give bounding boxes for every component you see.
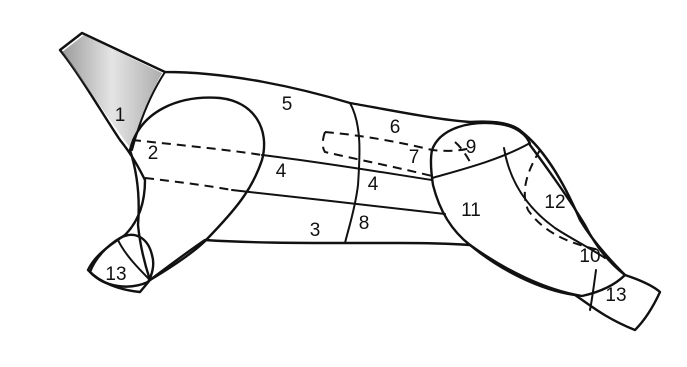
line-loin-divider [345, 103, 360, 243]
region-label-2: 2 [148, 143, 159, 164]
region-label-1: 1 [115, 105, 126, 126]
region-label-12: 12 [544, 192, 565, 213]
region-label-9: 9 [466, 137, 477, 158]
region-label-3: 3 [310, 220, 321, 241]
dash-tenderloin [323, 132, 470, 176]
region-label-7: 7 [409, 147, 420, 168]
region-label-8: 8 [359, 213, 370, 234]
region-label-13-fore: 13 [105, 264, 126, 285]
line-lower-belly [232, 190, 445, 214]
region-label-4-belly: 4 [276, 161, 287, 182]
line-shank-divider [590, 270, 596, 310]
shoulder-region [130, 98, 264, 280]
dash-shoulder-bottom [145, 178, 232, 190]
region-label-10: 10 [579, 246, 600, 267]
region-label-6: 6 [390, 117, 401, 138]
line-upper-belly [262, 155, 432, 180]
line-ham-top [432, 143, 530, 178]
neck-region [62, 35, 162, 150]
region-label-5: 5 [282, 94, 293, 115]
region-label-13-hind: 13 [605, 285, 626, 306]
region-label-4-loin: 4 [368, 174, 379, 195]
region-label-11: 11 [461, 200, 481, 221]
